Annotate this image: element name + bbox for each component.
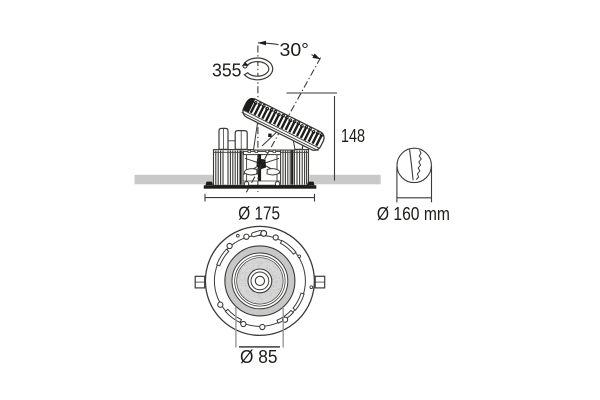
svg-text:30°: 30° (280, 40, 310, 60)
svg-text:355°: 355° (212, 61, 249, 81)
svg-text:Ø 160 mm: Ø 160 mm (377, 204, 450, 224)
svg-text:Ø 85: Ø 85 (240, 347, 278, 367)
svg-text:148: 148 (341, 126, 365, 146)
svg-text:Ø 175: Ø 175 (238, 204, 280, 224)
